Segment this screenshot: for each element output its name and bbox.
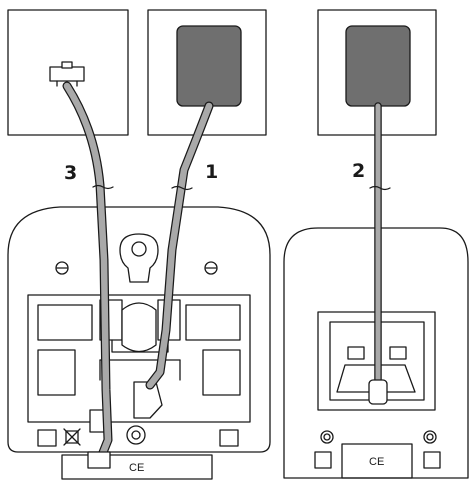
charger-ce-mark: CE [369, 456, 384, 468]
base-power-cable [145, 101, 214, 390]
crossed-bin-icon [63, 428, 81, 446]
label-charger-power: 2 [352, 160, 365, 182]
label-base-power: 1 [205, 161, 218, 183]
base-power-adapter-icon [176, 25, 242, 107]
charger-screw [320, 430, 334, 444]
rating-label [61, 454, 213, 480]
charger-foot [314, 451, 332, 469]
screw-mark [204, 261, 218, 275]
charger-screw [423, 430, 437, 444]
charger-foot [423, 451, 441, 469]
base-station [7, 206, 271, 480]
cable-break-mark [369, 185, 391, 191]
charger-rating-label [341, 443, 413, 479]
base-foot [219, 429, 239, 447]
phone-jack-icon [49, 61, 85, 87]
wall-mount-keyhole [119, 233, 159, 283]
screw-mark [55, 261, 69, 275]
charger-power-adapter-icon [345, 25, 411, 107]
cable-break-mark [171, 185, 193, 191]
charger-power-cable [368, 102, 388, 405]
cable-break-mark [92, 184, 114, 190]
base-foot [37, 429, 57, 447]
phone-line-socket [126, 425, 146, 445]
phone-line-cable [62, 81, 113, 469]
base-ce-mark: CE [129, 462, 144, 474]
label-telephone-line: 3 [64, 162, 77, 184]
